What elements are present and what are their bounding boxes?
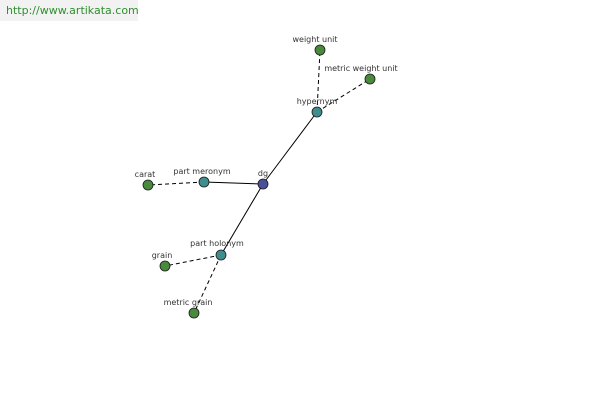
node-grain[interactable]: grain	[152, 251, 173, 272]
edge-dg-part-meronym	[203, 181, 264, 185]
edge-dg-hypernym	[262, 111, 318, 185]
edge-hypernym-metric-weight-unit	[316, 78, 371, 113]
node-label-grain: grain	[152, 251, 173, 260]
edge-hypernym-weight-unit	[316, 49, 321, 113]
node-carat[interactable]: carat	[135, 170, 156, 191]
nodes-layer: dg hypernym part meronym part holonym weight…	[135, 35, 398, 319]
node-circle-carat[interactable]	[142, 179, 154, 191]
node-circle-dg[interactable]	[257, 178, 269, 190]
node-label-metric-grain: metric grain	[164, 298, 213, 307]
edge-part-meronym-carat	[147, 181, 205, 186]
node-metric-grain[interactable]: metric grain	[164, 298, 213, 319]
node-circle-metric-grain[interactable]	[188, 307, 200, 319]
node-label-hypernym: hypernym	[297, 97, 338, 106]
node-metric-weight-unit[interactable]: metric weight unit	[324, 64, 398, 85]
node-label-part-holonym: part holonym	[190, 239, 244, 248]
node-circle-grain[interactable]	[159, 260, 171, 272]
node-weight-unit[interactable]: weight unit	[292, 35, 338, 56]
node-label-dg: dg	[258, 169, 268, 178]
node-circle-weight-unit[interactable]	[314, 44, 326, 56]
node-label-part-meronym: part meronym	[173, 167, 230, 176]
node-circle-part-holonym[interactable]	[215, 249, 227, 261]
url-text: http://www.artikata.com	[6, 4, 139, 17]
edge-part-holonym-grain	[164, 254, 222, 267]
node-circle-part-meronym[interactable]	[198, 176, 210, 188]
url-banner: http://www.artikata.com	[0, 0, 139, 21]
edge-part-holonym-metric-grain	[193, 254, 222, 314]
node-part-meronym[interactable]: part meronym	[173, 167, 231, 188]
node-part-holonym[interactable]: part holonym	[190, 239, 244, 261]
node-circle-hypernym[interactable]	[311, 106, 323, 118]
node-dg[interactable]: dg	[257, 169, 269, 190]
node-hypernym[interactable]: hypernym	[297, 97, 338, 118]
edges-layer	[147, 49, 371, 314]
node-label-metric-weight-unit: metric weight unit	[324, 64, 397, 73]
node-circle-metric-weight-unit[interactable]	[364, 73, 376, 85]
node-label-weight-unit: weight unit	[292, 35, 337, 44]
edge-dg-part-holonym	[220, 183, 264, 256]
node-label-carat: carat	[135, 170, 156, 179]
